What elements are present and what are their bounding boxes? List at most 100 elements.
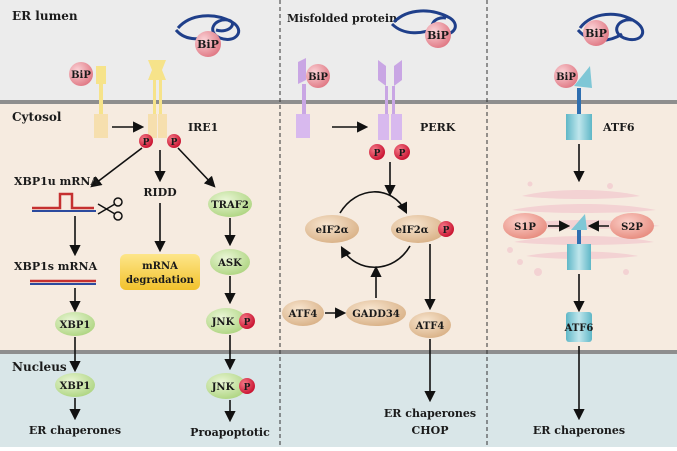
atf6-golgi-tm bbox=[577, 230, 581, 244]
mrna-degradation-label-2: degradation bbox=[126, 275, 195, 286]
output-er-chaperones: ER chaperones bbox=[533, 424, 625, 437]
bip-free-label: BiP bbox=[197, 38, 219, 51]
xbp1-nucleus-label: XBP1 bbox=[60, 381, 91, 392]
bip-free-label: BiP bbox=[427, 29, 449, 42]
phospho-label: P bbox=[244, 318, 251, 328]
atf6-lumenal bbox=[574, 66, 592, 88]
eif2a-node bbox=[305, 215, 359, 243]
ask-label: ASK bbox=[217, 258, 242, 269]
phospho-icon bbox=[239, 378, 255, 394]
perk-active-lumenal-b bbox=[394, 60, 402, 86]
perk-active-lumenal-a bbox=[378, 60, 386, 86]
atf6-panel: BiP BiP ATF6 S1P S2P ATF6 ER chap bbox=[503, 12, 660, 437]
s1p-label: S1P bbox=[514, 222, 536, 233]
jnk-nucleus-label: JNK bbox=[211, 382, 235, 393]
atf6-fragment-label: ATF6 bbox=[564, 323, 594, 334]
atf4-node bbox=[282, 300, 324, 326]
phospho-icon bbox=[139, 134, 153, 148]
ask-node bbox=[210, 249, 250, 275]
phospho-label: P bbox=[399, 149, 406, 159]
bip-free-icon bbox=[195, 31, 221, 57]
xbp1u-mrna-icon bbox=[32, 192, 94, 210]
mrna-degradation-box bbox=[120, 254, 200, 290]
atf4-right-label: ATF4 bbox=[415, 321, 445, 332]
eif2a-label: eIF2α bbox=[316, 225, 349, 236]
xbp1s-mrna-label: XBP1s mRNA bbox=[14, 260, 98, 273]
arrow-to-traf2 bbox=[177, 147, 216, 188]
jnk-node bbox=[206, 308, 246, 334]
phospho-label: P bbox=[143, 138, 150, 148]
ire1-active-cyto-b bbox=[158, 114, 167, 138]
phospho-label: P bbox=[244, 383, 251, 393]
ire1-active-cyto-a bbox=[148, 114, 157, 138]
ire1-inactive-lumenal bbox=[96, 66, 106, 84]
er-membrane bbox=[0, 100, 677, 104]
ire1-inactive-cyto bbox=[94, 114, 108, 138]
atf6-tm bbox=[577, 88, 581, 114]
s2p-node bbox=[610, 213, 654, 239]
output-er-chaperones: ER chaperones bbox=[29, 424, 121, 437]
bip-bound-label: BiP bbox=[556, 72, 576, 83]
atf6-label: ATF6 bbox=[602, 121, 635, 134]
perk-active-cyto-b bbox=[391, 114, 402, 140]
perk-panel: Misfolded protein BiP BiP P P PERK eIF2α… bbox=[282, 9, 476, 437]
ire1-active-lumenal bbox=[148, 60, 166, 80]
perk-inactive-tm bbox=[302, 84, 306, 114]
bip-bound-icon bbox=[554, 64, 578, 88]
bip-free-label: BiP bbox=[585, 27, 607, 40]
phospho-label: P bbox=[443, 226, 450, 236]
s1p-node bbox=[503, 213, 547, 239]
atf4-label: ATF4 bbox=[288, 309, 318, 320]
ire1-inactive-tm bbox=[99, 84, 103, 114]
perk-label: PERK bbox=[420, 121, 456, 134]
xbp1u-mrna-label: XBP1u mRNA bbox=[14, 175, 99, 188]
output-proapoptotic: Proapoptotic bbox=[190, 426, 270, 439]
phospho-icon bbox=[438, 221, 454, 237]
output-er-chaperones: ER chaperones bbox=[384, 407, 476, 420]
bip-bound-label: BiP bbox=[71, 70, 91, 81]
ire1-panel: BiP BiP P P IRE1 XBP1u mRNA bbox=[14, 14, 270, 439]
atf6-cyto bbox=[566, 114, 592, 140]
phospho-icon bbox=[239, 313, 255, 329]
ire1-active-tm-b bbox=[159, 80, 162, 114]
perk-inactive-lumenal bbox=[298, 58, 306, 84]
phospho-icon bbox=[167, 134, 181, 148]
jnk-label: JNK bbox=[211, 317, 235, 328]
label-cytosol: Cytosol bbox=[12, 110, 62, 124]
atf4-right-node bbox=[409, 312, 451, 338]
phospho-icon bbox=[394, 144, 410, 160]
phospho-label: P bbox=[171, 138, 178, 148]
traf2-label: TRAF2 bbox=[211, 200, 249, 211]
perk-active-cyto-a bbox=[378, 114, 389, 140]
xbp1-node bbox=[55, 312, 95, 336]
arrow-to-xbp1u bbox=[90, 147, 143, 188]
eif2a-phospho-label: eIF2α bbox=[396, 225, 429, 236]
scissors-icon bbox=[97, 197, 123, 221]
bip-bound-icon bbox=[306, 64, 330, 88]
xbp1-nucleus-node bbox=[55, 373, 95, 397]
gadd34-label: GADD34 bbox=[352, 309, 400, 320]
atf6-golgi-cyto bbox=[567, 244, 591, 270]
ire1-label: IRE1 bbox=[188, 121, 218, 134]
bip-bound-label: BiP bbox=[308, 72, 328, 83]
label-nucleus: Nucleus bbox=[12, 360, 67, 374]
perk-active-tm-b bbox=[392, 86, 395, 114]
phospho-icon bbox=[369, 144, 385, 160]
misfolded-protein-label: Misfolded protein bbox=[287, 12, 397, 25]
eif2a-phospho-node bbox=[391, 215, 445, 243]
nuclear-membrane bbox=[0, 350, 677, 354]
s2p-label: S2P bbox=[621, 222, 643, 233]
mrna-degradation-label-1: mRNA bbox=[142, 261, 178, 272]
atf6-golgi-lumenal bbox=[571, 214, 587, 230]
ridd-label: RIDD bbox=[143, 186, 177, 199]
label-er-lumen: ER lumen bbox=[12, 9, 78, 23]
gadd34-node bbox=[346, 300, 406, 326]
bip-free-icon bbox=[425, 22, 451, 48]
atf6-fragment-node bbox=[566, 312, 592, 342]
phospho-label: P bbox=[374, 149, 381, 159]
nucleus-region bbox=[0, 354, 677, 447]
jnk-nucleus-node bbox=[206, 373, 246, 399]
bip-bound-icon bbox=[69, 62, 93, 86]
